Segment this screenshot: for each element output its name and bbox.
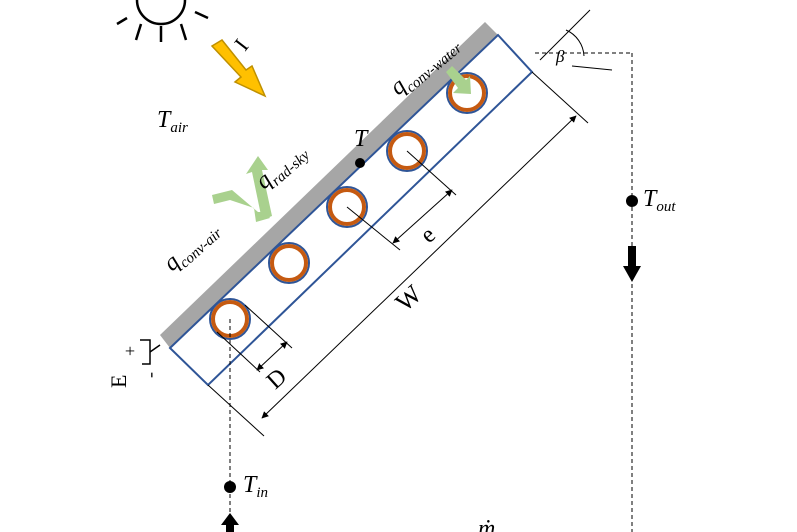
sun-icon bbox=[116, 0, 209, 42]
panel-temperature-label: T bbox=[354, 126, 369, 152]
electrode-minus-label: - bbox=[140, 372, 160, 378]
beta-label: β bbox=[555, 47, 565, 66]
mass-flow-label: ṁ bbox=[478, 516, 495, 532]
diameter-dimension bbox=[216, 304, 293, 373]
spacing-label: e bbox=[416, 222, 441, 248]
panel-temperature-point bbox=[355, 158, 365, 168]
outlet-temperature-label: Tout bbox=[643, 186, 676, 215]
tilt-angle-construction bbox=[535, 9, 632, 71]
width-dimension bbox=[207, 71, 589, 437]
electrode-plus-label: + bbox=[120, 346, 140, 356]
inlet-temperature-label: Tin bbox=[243, 472, 268, 501]
irradiance-label: I bbox=[229, 34, 253, 55]
spacing-dimension bbox=[346, 150, 457, 251]
inlet-temperature-point bbox=[224, 481, 236, 493]
diameter-label: D bbox=[262, 364, 292, 395]
outlet-temperature-point bbox=[626, 195, 638, 207]
width-label: W bbox=[390, 279, 428, 317]
q-conv-air-label: qconv-air bbox=[159, 215, 226, 279]
irradiance-arrow-icon bbox=[210, 39, 267, 98]
tube-2 bbox=[268, 242, 310, 284]
electrode-symbol-label: E bbox=[106, 375, 131, 388]
inlet-flow-arrow-icon bbox=[221, 513, 239, 532]
electrode-bracket bbox=[140, 339, 161, 365]
t-air-label: Tair bbox=[157, 107, 188, 136]
flow-direction-arrow-icon bbox=[623, 246, 641, 282]
